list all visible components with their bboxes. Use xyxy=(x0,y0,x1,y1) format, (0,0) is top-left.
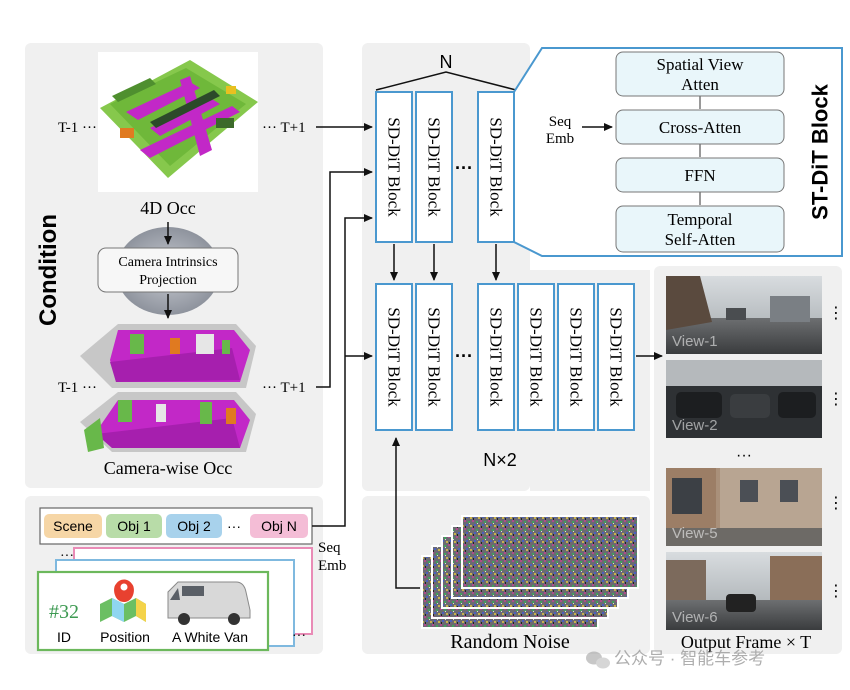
noise-stack xyxy=(421,515,639,629)
top-block-2-label: SD-DiT Block xyxy=(425,117,444,217)
camera-occ-image xyxy=(80,324,256,452)
token-obj2-label: Obj 2 xyxy=(177,518,211,534)
top-group-n-label: N xyxy=(440,52,453,72)
token-dots: ··· xyxy=(227,518,241,534)
token-objn xyxy=(250,514,308,538)
output-label: Output Frame × T xyxy=(681,632,811,652)
occ-4d-caption: 4D Occ xyxy=(140,198,195,218)
bottom-block-1 xyxy=(375,283,413,431)
bottom-block-5 xyxy=(557,283,595,431)
bottom-block-4 xyxy=(517,283,555,431)
st-ffn-label: FFN xyxy=(684,166,715,185)
st-temporal-box xyxy=(615,205,785,253)
occ-4d-left-label: T-1 ··· xyxy=(58,120,97,136)
bottom-group-dots: ··· xyxy=(455,346,473,366)
van-icon xyxy=(167,581,251,625)
view-2-image xyxy=(666,360,822,438)
projection-box xyxy=(97,247,239,293)
view-1-image xyxy=(666,276,822,354)
bottom-block-1-label: SD-DiT Block xyxy=(385,307,404,407)
token-obj2 xyxy=(166,514,222,538)
bottom-block-5-label: SD-DiT Block xyxy=(567,307,586,407)
bottom-block-6 xyxy=(597,283,635,431)
token-scene xyxy=(44,514,102,538)
st-temporal-line2: Self-Atten xyxy=(665,230,736,249)
bottom-block-3 xyxy=(477,283,515,431)
top-block-2 xyxy=(415,91,453,243)
view-5-label: View-5 xyxy=(672,525,718,542)
st-spatial-line1: Spatial View xyxy=(657,55,745,74)
bottom-group-blocks: SD-DiT Block SD-DiT Block ··· SD-DiT Blo… xyxy=(375,283,635,431)
projection-line1: Camera Intrinsics xyxy=(118,255,217,270)
view-5-side-dots: ⋮ xyxy=(828,495,844,512)
st-dit-callout xyxy=(513,47,843,257)
top-group-blocks: SD-DiT Block SD-DiT Block ··· SD-DiT Blo… xyxy=(375,91,515,243)
condition-label: Condition xyxy=(35,214,62,326)
st-cross-label: Cross-Atten xyxy=(659,118,742,137)
token-obj1 xyxy=(106,514,162,538)
view-5-image xyxy=(666,468,822,546)
top-group-brace xyxy=(375,71,517,91)
top-block-n-label: SD-DiT Block xyxy=(487,117,506,217)
top-block-1-label: SD-DiT Block xyxy=(385,117,404,217)
seq-emb-bottom-line2: Emb xyxy=(318,558,346,574)
occ-4d-image xyxy=(98,52,258,192)
seq-emb-bottom-line1: Seq xyxy=(318,540,341,556)
view-2-side-dots: ⋮ xyxy=(828,391,844,408)
occ-4d-right-label: ··· T+1 xyxy=(262,120,306,136)
token-objn-label: Obj N xyxy=(261,518,297,534)
top-group-dots: ··· xyxy=(455,158,473,178)
bottom-block-2-label: SD-DiT Block xyxy=(425,307,444,407)
object-id-value: #32 xyxy=(49,601,79,623)
token-obj1-label: Obj 1 xyxy=(117,518,151,534)
object-position-label: Position xyxy=(100,629,150,645)
noise-arrow xyxy=(392,437,420,589)
top-block-1 xyxy=(375,91,413,243)
token-scene-label: Scene xyxy=(53,518,93,534)
camera-occ-caption: Camera-wise Occ xyxy=(104,458,232,478)
st-temporal-line1: Temporal xyxy=(668,210,733,229)
st-spatial-line2: Atten xyxy=(681,75,719,94)
noise-label: Random Noise xyxy=(450,631,570,653)
map-pin-icon xyxy=(100,579,146,622)
watermark: 公众号 · 智能车参考 xyxy=(614,649,765,668)
st-seq-line2: Emb xyxy=(546,131,574,147)
st-dit-title: ST-DiT Block xyxy=(808,83,833,219)
projection-line2: Projection xyxy=(139,273,197,288)
object-card-side-dots: ··· xyxy=(292,629,306,644)
object-card-stack-dots: ··· xyxy=(60,549,74,564)
camera-occ-left-label: T-1 ··· xyxy=(58,380,97,396)
view-1-label: View-1 xyxy=(672,333,718,350)
wechat-icon xyxy=(586,651,610,669)
view-6-side-dots: ⋮ xyxy=(828,583,844,600)
st-seq-line1: Seq xyxy=(549,114,572,130)
seq-emb-arrow-top xyxy=(312,214,373,527)
top-block-n xyxy=(477,91,515,243)
object-id-label: ID xyxy=(57,629,71,645)
bottom-group-label: N×2 xyxy=(483,450,517,470)
view-1-side-dots: ⋮ xyxy=(828,305,844,322)
bottom-block-4-label: SD-DiT Block xyxy=(527,307,546,407)
bottom-block-6-label: SD-DiT Block xyxy=(607,307,626,407)
camera-occ-arrow xyxy=(316,168,373,388)
camera-occ-right-label: ··· T+1 xyxy=(262,380,306,396)
bottom-block-3-label: SD-DiT Block xyxy=(487,307,506,407)
view-6-label: View-6 xyxy=(672,609,718,626)
bottom-block-2 xyxy=(415,283,453,431)
views-mid-dots: ··· xyxy=(736,447,752,464)
view-6-image xyxy=(666,552,822,630)
view-2-label: View-2 xyxy=(672,417,718,434)
object-desc-label: A White Van xyxy=(172,629,248,645)
